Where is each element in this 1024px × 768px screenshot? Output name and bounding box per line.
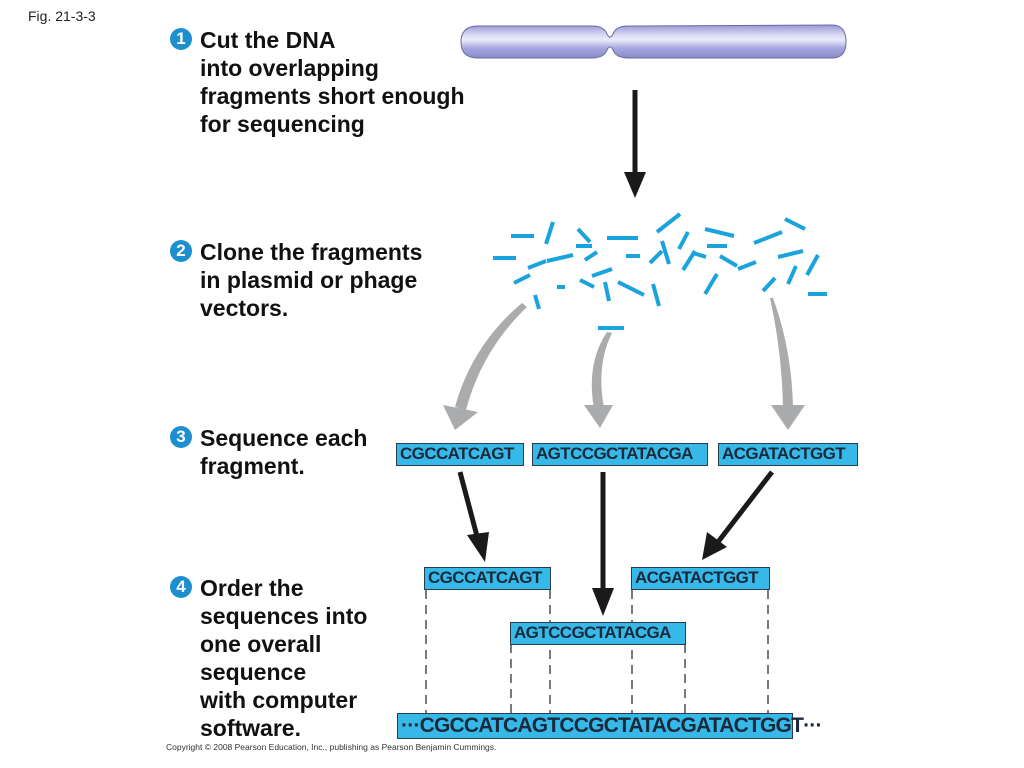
copyright-notice: Copyright © 2008 Pearson Education, Inc.… [166,742,497,752]
ordered-sequence-middle: AGTCCGCTATACGA [510,622,686,645]
step-4-number-icon: 4 [170,576,192,598]
dna-fragment [777,249,804,259]
gray-arrow-middle-icon [584,332,613,428]
dna-fragments [493,212,827,330]
dna-fragment [660,240,671,265]
dna-fragment [784,217,806,231]
dna-fragment [527,259,547,270]
dna-fragment [704,227,735,238]
step-3-number-icon: 3 [170,426,192,448]
dna-fragment [805,254,820,276]
dna-fragment [579,278,595,289]
dna-fragment [703,272,719,296]
overall-sequence: ···CGCCATCAGTCCGCTATACGATACTGGT··· [397,713,823,739]
step-2-text: Clone the fragments in plasmid or phage … [200,239,423,321]
order-arrow-left-icon [457,471,489,562]
step-1-text: Cut the DNA into overlapping fragments s… [200,27,465,137]
dna-fragment [718,254,739,268]
dna-fragment [651,283,661,307]
step-1: 1 Cut the DNA into overlapping fragments… [170,26,465,138]
gray-arrow-right-icon [770,298,805,430]
step-2-number-icon: 2 [170,240,192,262]
fragment-sequence-1: CGCCATCAGT [396,443,524,466]
dna-fragment [591,267,613,278]
dna-fragment [786,265,798,285]
dna-fragment [617,280,645,297]
dna-fragment [677,231,690,250]
dna-fragment [533,294,541,310]
fragment-sequence-3: ACGATACTGGT [718,443,858,466]
dna-fragment [583,250,599,262]
step-1-number-icon: 1 [170,28,192,50]
dna-fragment [603,281,611,302]
dna-fragment [761,276,777,293]
order-arrow-middle-icon [592,472,614,616]
step-4-text: Order the sequences into one overall seq… [200,575,368,741]
step-2: 2 Clone the fragments in plasmid or phag… [170,238,422,322]
step-4: 4 Order the sequences into one overall s… [170,574,367,742]
dna-fragment [648,249,664,265]
dna-fragment [544,221,555,245]
cut-arrow-icon [624,90,646,198]
step-3-text: Sequence each fragment. [200,425,368,479]
dna-fragment [513,273,531,285]
step-3: 3 Sequence each fragment. [170,424,367,480]
dna-fragment [681,249,697,272]
dna-fragment [753,230,783,245]
dna-fragment [546,253,574,263]
dna-fragment [737,260,757,271]
figure-label: Fig. 21-3-3 [28,8,96,24]
order-arrow-right-icon [702,470,774,560]
dna-fragment [576,227,592,244]
fragment-sequence-2: AGTCCGCTATACGA [532,443,708,466]
dna-fragment [655,212,682,234]
ordered-sequence-right: ACGATACTGGT [631,567,770,590]
ordered-sequence-left: CGCCATCAGT [424,567,551,590]
alignment-guides [425,590,769,714]
gray-arrow-left-icon [443,303,527,430]
chromosome-icon [460,24,847,59]
